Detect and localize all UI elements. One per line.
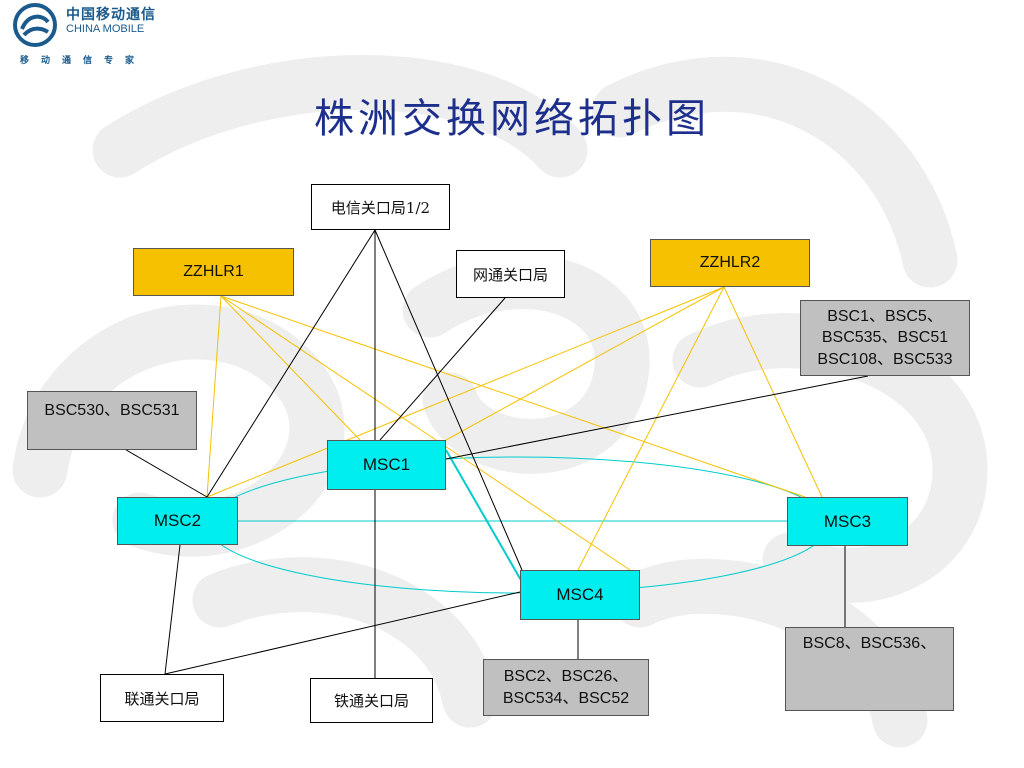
logo-slogan: 移动通信专家: [20, 56, 147, 66]
link-hlr2-msc4: [577, 286, 725, 571]
bsc-group-msc2: BSC530、BSC531: [27, 391, 197, 450]
link-telecom-msc2: [206, 229, 376, 498]
railcom-gateway-node: 铁通关口局: [310, 678, 433, 723]
telecom-gateway-node: 电信关口局1/2: [311, 184, 450, 230]
bsc-group-msc4: BSC2、BSC26、 BSC534、BSC52: [483, 659, 649, 716]
china-mobile-logo: 中国移动通信 CHINA MOBILE 移动通信专家: [8, 0, 188, 70]
link-cnc-msc1: [379, 297, 506, 441]
zzhlr1-node: ZZHLR1: [133, 248, 294, 296]
link-msc4-unicom: [164, 591, 521, 675]
msc1-node: MSC1: [327, 440, 446, 490]
link-msc1-msc4: [445, 449, 523, 583]
link-hlr1-msc1: [220, 295, 361, 441]
msc3-node: MSC3: [787, 497, 908, 546]
msc4-node: MSC4: [520, 570, 640, 620]
msc-ring-ellipse: [207, 456, 829, 594]
bsc-group-msc1: BSC1、BSC5、 BSC535、BSC51 BSC108、BSC533: [800, 300, 970, 376]
link-hlr1-msc3: [220, 295, 806, 498]
link-hlr2-msc2: [206, 286, 725, 498]
link-hlr2-msc1: [445, 286, 725, 441]
china-mobile-logo-icon: [13, 3, 57, 47]
link-msc2-unicom: [164, 544, 181, 675]
logo-chinese-text: 中国移动通信: [66, 7, 156, 23]
msc2-node: MSC2: [117, 497, 238, 545]
link-hlr2-msc3: [723, 286, 823, 498]
bsc-group-msc3: BSC8、BSC536、: [785, 627, 954, 711]
logo-english-text: CHINA MOBILE: [66, 23, 145, 35]
cnc-gateway-node: 网通关口局: [456, 250, 565, 298]
link-hlr1-msc4: [220, 295, 631, 571]
page-title: 株洲交换网络拓扑图: [314, 96, 710, 142]
zzhlr2-node: ZZHLR2: [650, 239, 810, 287]
link-telecom-msc4: [374, 229, 523, 571]
unicom-gateway-node: 联通关口局: [100, 674, 224, 722]
link-hlr1-msc2: [206, 295, 222, 498]
link-bscgroup-msc1: [445, 375, 869, 460]
